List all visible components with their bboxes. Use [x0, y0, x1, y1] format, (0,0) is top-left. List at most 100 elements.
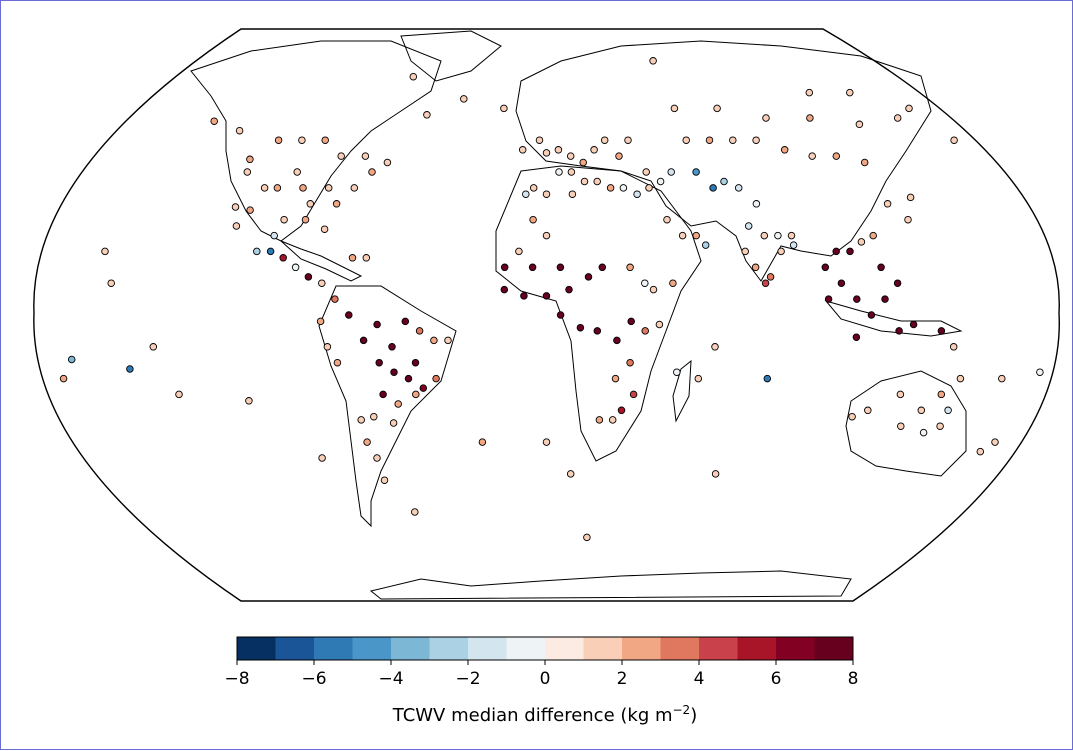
station-point: [554, 146, 563, 154]
station-point: [357, 416, 365, 424]
station-point: [617, 406, 626, 415]
madagascar-outline: [672, 359, 692, 423]
station-point: [542, 438, 551, 446]
station-point: [692, 231, 700, 240]
colorbar-bin: [275, 637, 315, 660]
station-point: [760, 231, 769, 240]
colorbar-label-exponent: −2: [673, 703, 691, 717]
colorbar-bin: [545, 637, 584, 660]
colorbar-tick-label: −2: [455, 669, 480, 689]
station-point: [937, 327, 946, 335]
station-point: [419, 384, 428, 392]
station-point: [669, 279, 677, 287]
station-point: [298, 136, 306, 144]
station-point: [595, 416, 604, 424]
station-point: [274, 136, 283, 144]
station-point: [383, 158, 392, 167]
station-point: [394, 400, 402, 408]
colorbar-bin: [660, 637, 700, 660]
station-point: [280, 215, 288, 224]
colorbar-tick-label: 0: [540, 669, 551, 689]
station-point: [766, 273, 775, 281]
station-point: [780, 146, 789, 154]
station-point: [444, 336, 452, 345]
station-point: [919, 428, 928, 437]
station-point: [500, 263, 509, 272]
station-point: [897, 422, 905, 430]
station-point: [390, 368, 398, 376]
station-point: [808, 152, 816, 160]
station-point: [832, 152, 841, 160]
antarctica-outline: [369, 570, 852, 600]
station-point: [235, 126, 244, 135]
station-point: [584, 273, 593, 281]
colorbar-bin: [468, 637, 507, 660]
station-point: [667, 168, 675, 176]
station-point: [362, 254, 371, 262]
map-boundary: [33, 28, 1060, 602]
station-point: [629, 390, 638, 399]
station-point: [266, 247, 275, 256]
station-point: [273, 184, 282, 192]
station-point: [567, 168, 576, 176]
station-point: [789, 241, 798, 249]
colorbar-bin: [506, 637, 546, 660]
station-point: [370, 412, 378, 421]
station-point: [528, 263, 537, 272]
europe-asia-outline: [515, 40, 932, 282]
station-point: [270, 231, 278, 240]
station-point: [713, 104, 721, 113]
station-point: [752, 200, 761, 208]
station-point: [568, 190, 577, 198]
station-point: [363, 438, 371, 446]
station-point: [619, 184, 628, 192]
station-point: [580, 177, 589, 186]
station-point: [936, 422, 944, 430]
station-point: [626, 263, 634, 272]
station-point: [857, 238, 866, 246]
station-point: [613, 336, 621, 345]
station-point: [556, 311, 565, 319]
colorbar-bin: [622, 637, 661, 660]
station-point: [763, 374, 772, 383]
station-point: [937, 390, 946, 399]
station-point: [323, 343, 332, 351]
colorbar-tick-label: −4: [378, 669, 403, 689]
station-point: [611, 374, 620, 383]
station-point: [734, 184, 743, 192]
station-point: [678, 231, 687, 240]
station-point: [126, 365, 134, 373]
station-point: [633, 190, 641, 198]
station-point: [852, 333, 861, 341]
station-point: [350, 184, 359, 192]
station-point: [606, 184, 615, 192]
station-point: [321, 136, 329, 144]
station-point: [423, 111, 431, 119]
station-point: [500, 285, 509, 294]
station-point: [529, 184, 538, 192]
station-point: [324, 184, 333, 192]
station-point: [824, 295, 833, 303]
station-point: [655, 320, 664, 329]
station-point: [291, 263, 300, 272]
station-point: [556, 263, 565, 272]
station-point: [388, 343, 396, 351]
station-point: [210, 117, 218, 125]
station-point: [368, 168, 376, 176]
station-point: [430, 336, 438, 345]
station-point: [777, 247, 785, 256]
station-point: [917, 406, 926, 415]
station-point: [253, 247, 261, 256]
station-point: [649, 57, 657, 65]
station-point: [542, 231, 551, 240]
station-point: [359, 336, 368, 345]
station-point: [853, 295, 861, 303]
colorbar-bin: [352, 637, 392, 660]
station-point: [432, 374, 440, 383]
station-point: [246, 155, 254, 164]
colorbar-bin: [391, 637, 430, 660]
station-point: [529, 215, 537, 224]
station-point: [59, 374, 68, 383]
station-point: [615, 152, 623, 160]
